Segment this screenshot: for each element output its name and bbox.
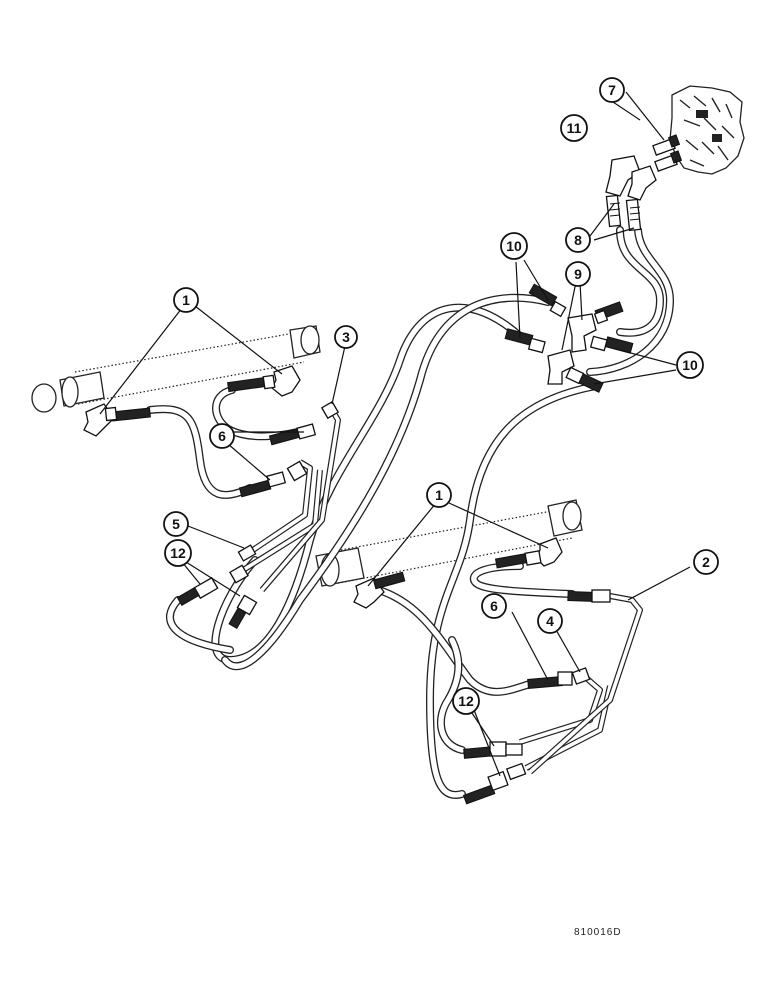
left-cylinder (31, 325, 321, 413)
svg-text:10: 10 (506, 238, 522, 254)
callout-11: 11 (560, 114, 588, 142)
callout-12b: 12 (452, 687, 480, 715)
hose-end-left-a (104, 406, 151, 422)
callout-1b: 1 (426, 482, 452, 508)
svg-text:11: 11 (567, 120, 582, 136)
valve-adapter-7a (652, 134, 681, 156)
svg-text:10: 10 (682, 357, 698, 373)
callout-12a: 12 (164, 539, 192, 567)
svg-text:6: 6 (218, 428, 226, 444)
callout-10a: 10 (500, 232, 528, 260)
callout-8: 8 (565, 227, 591, 253)
hose-end-8b (625, 198, 642, 232)
connector-12c (228, 594, 258, 629)
tube-nut-6b (286, 460, 308, 482)
svg-text:7: 7 (608, 82, 616, 98)
control-valve (669, 85, 745, 175)
hose-end-lower-b (494, 550, 542, 569)
callout-2: 2 (693, 549, 719, 575)
svg-text:2: 2 (702, 554, 710, 570)
svg-text:6: 6 (490, 598, 498, 614)
tube-nut-3 (320, 400, 340, 420)
callout-10b: 10 (676, 351, 704, 379)
tee-9a (567, 313, 597, 353)
callout-5: 5 (163, 511, 189, 537)
callout-4: 4 (537, 608, 563, 634)
callout-7: 7 (599, 77, 625, 103)
hose-end-6c (527, 671, 573, 690)
hose-end-6a (268, 423, 317, 446)
callout-6b: 6 (481, 593, 507, 619)
hose-end-lower-a (372, 571, 406, 590)
connector-12a (176, 576, 219, 607)
svg-text:12: 12 (170, 545, 186, 561)
hose-end-10d (589, 335, 634, 354)
svg-text:1: 1 (182, 292, 190, 308)
elbow-11b (627, 165, 657, 201)
callouts: 1 3 6 5 12 7 11 8 10 9 10 1 2 6 4 12 (163, 77, 719, 715)
leaders (99, 91, 691, 777)
callout-9: 9 (565, 261, 591, 287)
valve-adapter-7b (654, 150, 683, 172)
svg-text:12: 12 (458, 693, 474, 709)
connector-12b (229, 564, 249, 584)
hoses (146, 226, 674, 799)
hose-end-10a (528, 283, 567, 318)
hose-end-2 (567, 589, 611, 603)
hose-end-10c (593, 301, 624, 325)
svg-text:5: 5 (172, 516, 180, 532)
svg-text:1: 1 (435, 487, 443, 503)
tee-9b (547, 349, 575, 385)
svg-text:9: 9 (574, 266, 582, 282)
hose-end-10b (504, 328, 546, 354)
callout-3: 3 (334, 325, 358, 349)
hose-end-6b (238, 471, 287, 498)
hose-end-10e (565, 366, 604, 393)
connector-12e (462, 762, 527, 805)
hose-end-left-b (227, 374, 276, 393)
figure-code: 810016D (574, 927, 622, 938)
elbow-11a (605, 155, 641, 197)
tubes (238, 408, 643, 775)
elbow-1b (271, 365, 301, 397)
svg-text:8: 8 (574, 232, 582, 248)
callout-1a: 1 (173, 287, 199, 313)
svg-text:3: 3 (342, 329, 350, 345)
tube-nut-5 (237, 544, 257, 562)
svg-text:4: 4 (546, 613, 554, 629)
callout-6a: 6 (209, 423, 235, 449)
